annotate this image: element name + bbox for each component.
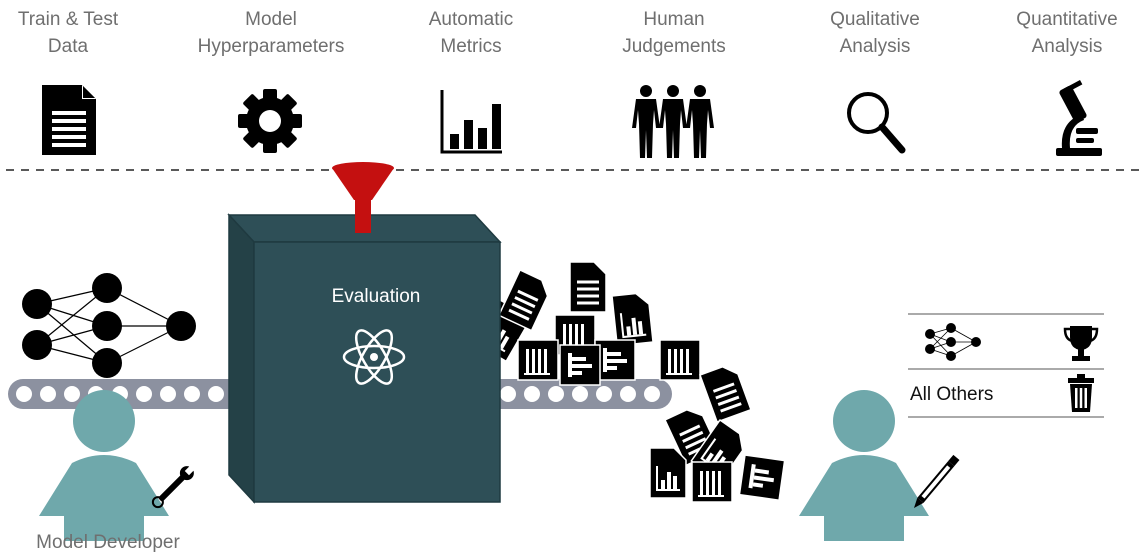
trophy-icon: [1063, 326, 1099, 361]
neural-network-icon: [22, 273, 196, 378]
people-icon: [632, 85, 714, 158]
evaluation-machine: [227, 213, 502, 504]
ranking-table: [908, 313, 1104, 418]
column-label-hyperparameters: Model Hyperparameters: [197, 9, 345, 57]
column-label-train-test-data: Train & Test Data: [17, 9, 119, 57]
document-icon: [42, 85, 96, 155]
column-label-human-judgements: Human Judgements: [622, 9, 726, 57]
atom-icon: [342, 329, 406, 385]
wrench-icon: [151, 464, 196, 509]
model-developer-label: Model Developer: [36, 532, 180, 553]
trash-icon: [1068, 374, 1094, 412]
column-label-qualitative-analysis: Qualitative Analysis: [830, 9, 920, 57]
evaluation-label: Evaluation: [331, 286, 421, 307]
gear-icon: [238, 89, 302, 153]
column-label-quantitative-analysis: Quantitative Analysis: [1016, 9, 1118, 57]
developer-person: [39, 390, 169, 541]
magnifier-icon: [847, 92, 906, 154]
column-label-automatic-metrics: Automatic Metrics: [428, 9, 514, 57]
reviewer-person: [799, 390, 929, 541]
bar-chart-icon: [440, 90, 502, 154]
microscope-icon: [1056, 80, 1102, 156]
winner-model-icon: [925, 323, 981, 361]
all-others-label: All Others: [910, 384, 994, 405]
funnel-icon: [332, 162, 394, 233]
pen-icon: [914, 454, 960, 508]
conveyor-belt-left: [8, 379, 258, 409]
conveyor-belt-right: [480, 379, 672, 409]
